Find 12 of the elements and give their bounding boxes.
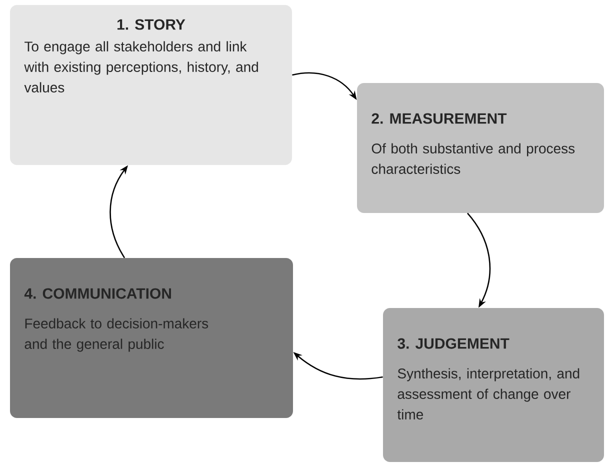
step-description: To engage all stakeholders and link with existing perceptions, history, and values — [24, 41, 258, 92]
process-box — [10, 5, 292, 165]
step-heading: 2. MEASUREMENT — [372, 113, 507, 124]
process-box — [357, 83, 604, 213]
step-description: Of both substantive and process characteristics — [372, 143, 575, 174]
process-box — [383, 308, 604, 462]
process-box — [10, 258, 293, 418]
step-heading: 4. COMMUNICATION — [24, 288, 171, 299]
step-description: Synthesis, interpretation, and assessment of change over time — [397, 368, 580, 420]
step-heading: 1. STORY — [117, 19, 186, 30]
step-description: Feedback to decision-makers and the general public — [24, 318, 208, 352]
step-heading: 3. JUDGEMENT — [398, 338, 510, 349]
